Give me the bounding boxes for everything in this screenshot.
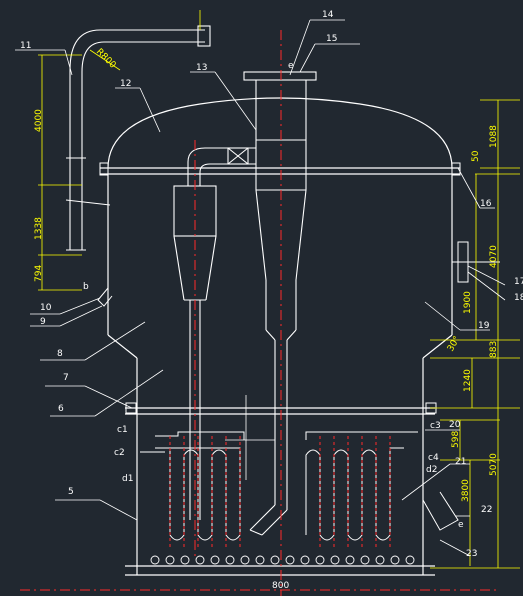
nozzle-label-d1: d1	[122, 474, 133, 484]
dim-right-598: 598	[451, 431, 461, 448]
part-label-7: 7	[63, 373, 69, 383]
dim-right-4070: 4070	[489, 245, 499, 268]
dim-pipe-r800: R800	[94, 47, 118, 71]
vessel-outline	[100, 97, 460, 576]
dim-right-1088: 1088	[489, 125, 499, 148]
nozzle-label-b: b	[83, 282, 89, 292]
leader-lines	[15, 19, 506, 557]
nozzle-label-c3: c3	[430, 421, 441, 431]
part-label-12: 12	[120, 79, 131, 89]
nozzle-label-c4: c4	[428, 453, 439, 463]
part-label-9: 9	[40, 317, 46, 327]
distributor-row	[150, 555, 415, 565]
part-label-8: 8	[57, 349, 63, 359]
part-label-10: 10	[40, 303, 52, 313]
nozzle-label-c1: c1	[117, 425, 128, 435]
center-cross	[225, 395, 275, 480]
nozzles	[97, 162, 500, 531]
part-label-15: 15	[326, 34, 337, 44]
part-label-22: 22	[481, 505, 492, 515]
part-label-11: 11	[20, 41, 31, 51]
part-label-14: 14	[322, 10, 334, 20]
dim-left-794: 794	[34, 265, 44, 282]
dim-right-50: 50	[471, 150, 481, 162]
part-label-13: 13	[196, 63, 207, 73]
part-label-21: 21	[455, 457, 466, 467]
dim-right-1900: 1900	[463, 291, 473, 314]
dim-right-883: 883	[489, 341, 499, 358]
gas-outlet-pipe	[65, 25, 211, 251]
nozzle-label-d2: d2	[426, 465, 437, 475]
left-cyclone	[173, 147, 256, 520]
part-label-19: 19	[478, 321, 490, 331]
nozzle-label-e-low: e	[458, 520, 464, 530]
nozzle-labels: b c1 c2 d1 c3 c4 d2 e e	[83, 61, 464, 530]
dim-right-1240: 1240	[463, 369, 473, 392]
part-label-23: 23	[466, 549, 477, 559]
part-label-5: 5	[68, 487, 74, 497]
centerlines	[20, 30, 500, 596]
coil-left	[140, 431, 245, 541]
part-label-6: 6	[58, 404, 64, 414]
dim-right-3800: 3800	[461, 479, 471, 502]
part-label-16: 16	[480, 199, 492, 209]
nozzle-label-e-top: e	[288, 61, 294, 71]
dim-left-1338: 1338	[34, 217, 44, 240]
dimension-texts: 4000 1338 794 1088 50 4070 1900 883 1240…	[34, 47, 499, 502]
dimension-lines	[38, 10, 520, 569]
coil-red-marks	[169, 436, 391, 548]
dim-bottom-800: 800	[272, 581, 289, 591]
nozzle-label-c2: c2	[114, 448, 125, 458]
dim-right-5070: 5070	[489, 453, 499, 476]
part-label-20: 20	[449, 420, 461, 430]
part-label-17: 17	[514, 277, 523, 287]
dim-left-4000: 4000	[34, 109, 44, 132]
part-labels: 11 14 15 13 12 16 17 18 10 9 19 8 7 6 5 …	[20, 10, 523, 559]
part-label-18: 18	[514, 293, 523, 303]
riser-cyclone	[243, 71, 317, 536]
